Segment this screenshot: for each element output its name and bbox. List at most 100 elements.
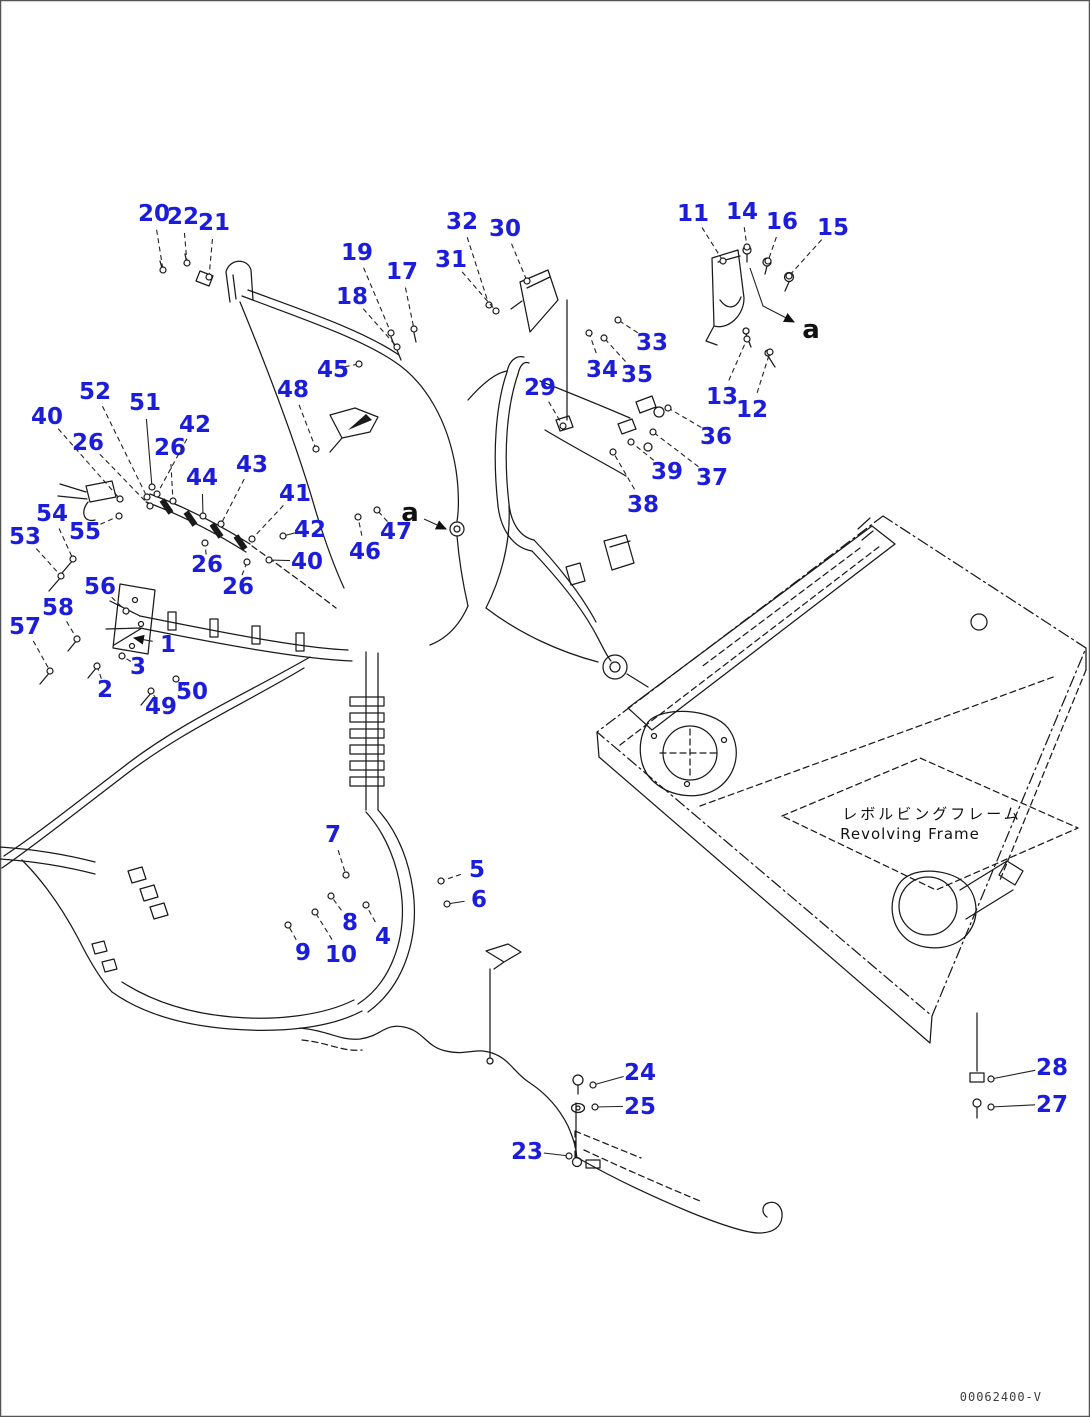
callout-29[interactable]: 29 xyxy=(524,375,556,401)
callout-4[interactable]: 4 xyxy=(375,924,391,950)
callout-24[interactable]: 24 xyxy=(624,1060,656,1086)
callout-1[interactable]: 1 xyxy=(160,632,176,658)
callout-26[interactable]: 26 xyxy=(222,574,254,600)
part-glyph xyxy=(122,607,130,615)
part-glyph xyxy=(265,556,273,564)
callout-20[interactable]: 20 xyxy=(138,201,170,227)
leader-line xyxy=(990,1104,1036,1108)
callout-31[interactable]: 31 xyxy=(435,247,467,273)
part-glyph xyxy=(57,572,65,580)
callout-8[interactable]: 8 xyxy=(342,910,358,936)
callout-57[interactable]: 57 xyxy=(9,614,41,640)
part-glyph xyxy=(743,335,751,343)
callout-40[interactable]: 40 xyxy=(31,404,63,430)
callout-26[interactable]: 26 xyxy=(154,435,186,461)
part-glyph xyxy=(342,871,350,879)
callout-22[interactable]: 22 xyxy=(167,204,199,230)
callout-55[interactable]: 55 xyxy=(69,519,101,545)
callout-23[interactable]: 23 xyxy=(511,1139,543,1165)
leader-line xyxy=(156,438,188,495)
callout-12[interactable]: 12 xyxy=(736,397,768,423)
part-glyph xyxy=(609,448,617,456)
callout-44[interactable]: 44 xyxy=(186,465,218,491)
callout-28[interactable]: 28 xyxy=(1036,1055,1068,1081)
callout-50[interactable]: 50 xyxy=(176,679,208,705)
callout-5[interactable]: 5 xyxy=(469,857,485,883)
callout-18[interactable]: 18 xyxy=(336,284,368,310)
part-glyph xyxy=(243,558,251,566)
part-glyph xyxy=(649,428,657,436)
leader-line xyxy=(156,229,164,271)
leader-line xyxy=(756,351,771,393)
callout-46[interactable]: 46 xyxy=(349,539,381,565)
leader-line xyxy=(287,924,297,941)
callout-11[interactable]: 11 xyxy=(677,201,709,227)
callout-13[interactable]: 13 xyxy=(706,384,738,410)
callout-30[interactable]: 30 xyxy=(489,216,521,242)
reference-arrow xyxy=(423,518,448,530)
part-glyph xyxy=(485,301,493,309)
leader-line xyxy=(111,596,127,612)
leader-line xyxy=(314,911,333,940)
callout-19[interactable]: 19 xyxy=(341,240,373,266)
part-glyph xyxy=(93,662,101,670)
callout-14[interactable]: 14 xyxy=(726,199,758,225)
part-glyph xyxy=(743,243,751,251)
callout-42[interactable]: 42 xyxy=(179,412,211,438)
part-glyph xyxy=(199,512,207,520)
callout-52[interactable]: 52 xyxy=(79,379,111,405)
callout-35[interactable]: 35 xyxy=(621,362,653,388)
callout-34[interactable]: 34 xyxy=(586,357,618,383)
callout-56[interactable]: 56 xyxy=(84,574,116,600)
part-glyph xyxy=(664,404,672,412)
leader-line xyxy=(603,337,626,362)
callout-48[interactable]: 48 xyxy=(277,377,309,403)
part-glyph xyxy=(987,1075,995,1083)
frame-label-jp: レボルビングフレーム xyxy=(842,805,1022,823)
callout-41[interactable]: 41 xyxy=(279,481,311,507)
callout-49[interactable]: 49 xyxy=(145,694,177,720)
part-glyph xyxy=(147,687,155,695)
callout-6[interactable]: 6 xyxy=(471,887,487,913)
callout-53[interactable]: 53 xyxy=(9,524,41,550)
callout-47[interactable]: 47 xyxy=(380,519,412,545)
callout-3[interactable]: 3 xyxy=(130,654,146,680)
leader-line xyxy=(743,227,748,248)
leader-line xyxy=(543,1152,570,1157)
callout-58[interactable]: 58 xyxy=(42,595,74,621)
callout-36[interactable]: 36 xyxy=(700,424,732,450)
callout-17[interactable]: 17 xyxy=(386,259,418,285)
callout-43[interactable]: 43 xyxy=(236,452,268,478)
callout-42[interactable]: 42 xyxy=(294,517,326,543)
callout-7[interactable]: 7 xyxy=(325,822,341,848)
leader-line xyxy=(767,236,777,262)
callout-45[interactable]: 45 xyxy=(317,357,349,383)
part-glyph xyxy=(217,520,225,528)
doc-number: 00062400-V xyxy=(960,1390,1042,1404)
callout-38[interactable]: 38 xyxy=(627,492,659,518)
callout-16[interactable]: 16 xyxy=(766,209,798,235)
part-glyph xyxy=(614,316,622,324)
callout-39[interactable]: 39 xyxy=(651,459,683,485)
callout-26[interactable]: 26 xyxy=(72,430,104,456)
callout-10[interactable]: 10 xyxy=(325,942,357,968)
part-glyph xyxy=(201,539,209,547)
callout-9[interactable]: 9 xyxy=(295,940,311,966)
part-glyph xyxy=(559,422,567,430)
part-glyph xyxy=(73,635,81,643)
callout-54[interactable]: 54 xyxy=(36,501,68,527)
callout-15[interactable]: 15 xyxy=(817,215,849,241)
callout-32[interactable]: 32 xyxy=(446,209,478,235)
callout-51[interactable]: 51 xyxy=(129,390,161,416)
callout-33[interactable]: 33 xyxy=(636,330,668,356)
callout-25[interactable]: 25 xyxy=(624,1094,656,1120)
part-glyph xyxy=(248,535,256,543)
callout-37[interactable]: 37 xyxy=(696,465,728,491)
callout-21[interactable]: 21 xyxy=(198,210,230,236)
callout-26[interactable]: 26 xyxy=(191,552,223,578)
callout-40[interactable]: 40 xyxy=(291,549,323,575)
reference-letter-a: a xyxy=(802,315,820,345)
callout-27[interactable]: 27 xyxy=(1036,1092,1068,1118)
callout-2[interactable]: 2 xyxy=(97,677,113,703)
